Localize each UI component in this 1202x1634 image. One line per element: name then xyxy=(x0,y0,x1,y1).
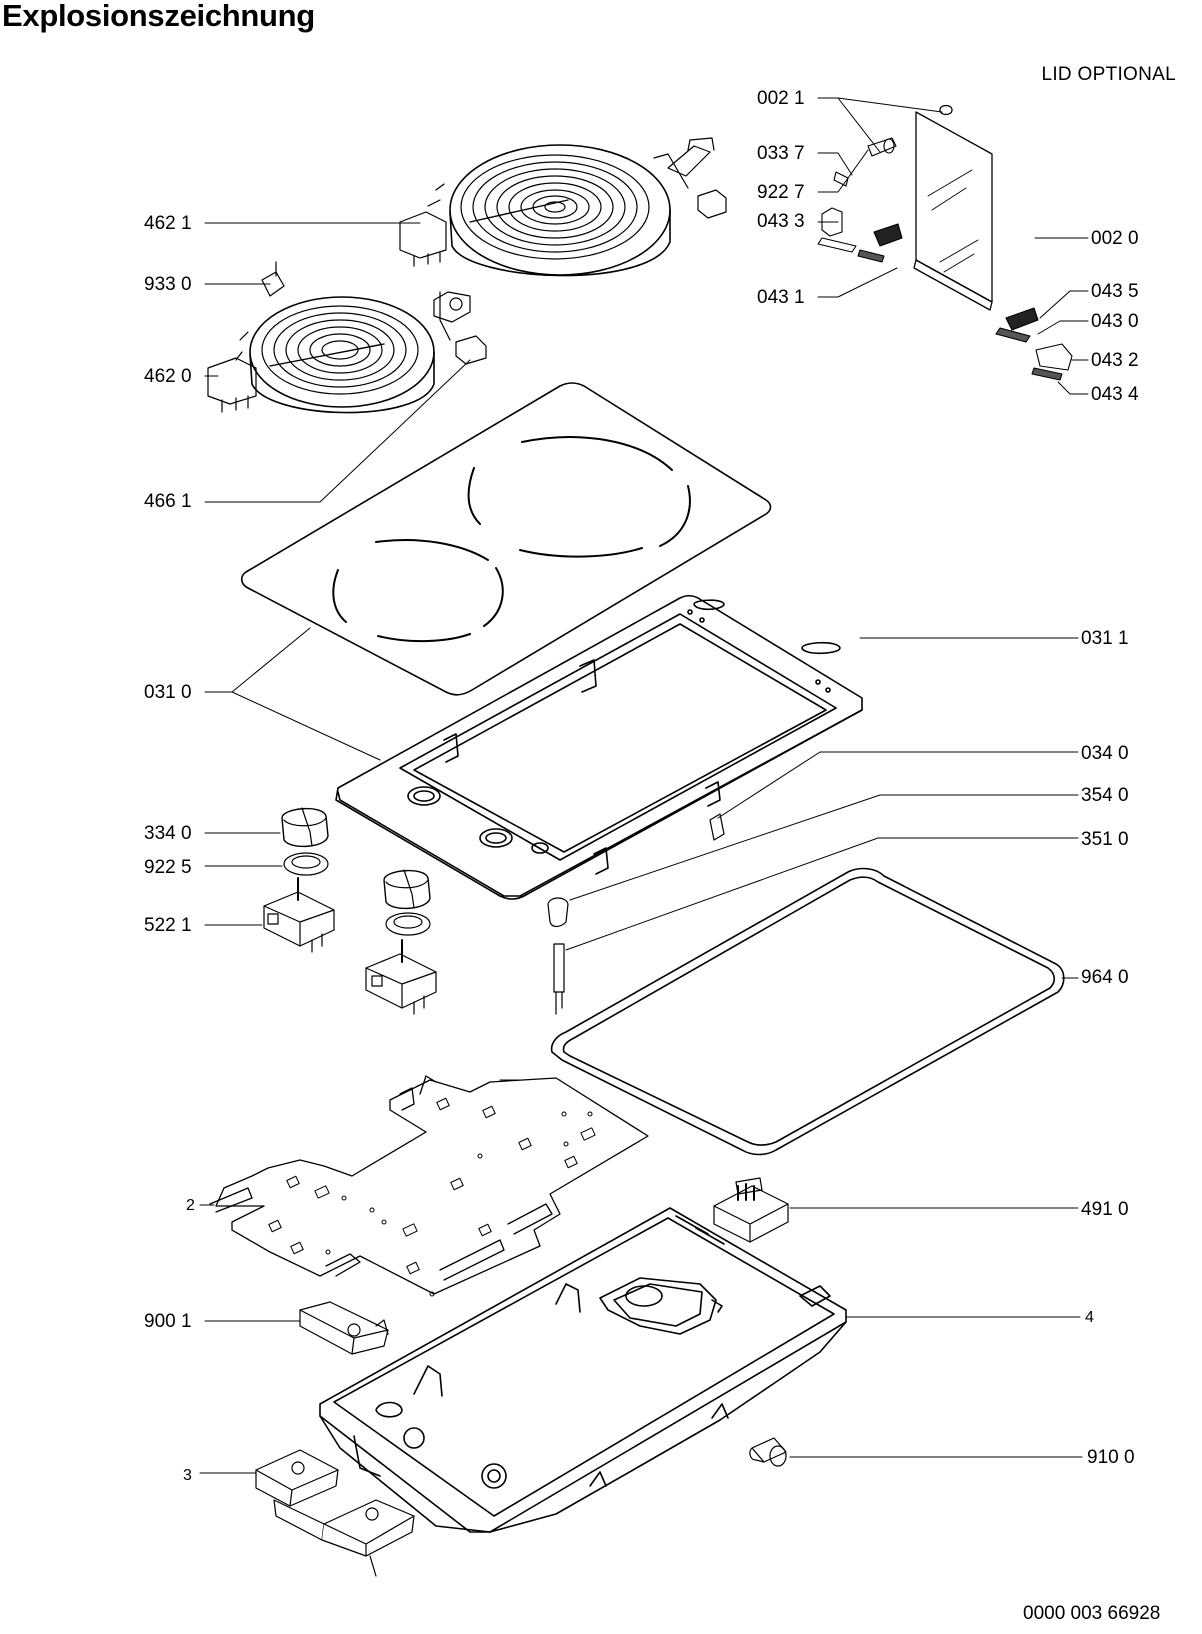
part-label-043-1: 043 1 xyxy=(757,287,805,308)
part-label-002-0: 002 0 xyxy=(1091,228,1139,249)
part-label-031-0: 031 0 xyxy=(144,682,192,703)
base-plate xyxy=(210,1076,648,1296)
part-label-910-0: 910 0 xyxy=(1087,1447,1135,1468)
part-label-4: 4 xyxy=(1085,1309,1094,1326)
large-heating-element xyxy=(400,138,726,276)
part-label-043-2: 043 2 xyxy=(1091,350,1139,371)
part-label-462-1: 462 1 xyxy=(144,213,192,234)
left-control-knob xyxy=(264,808,334,952)
part-label-466-1: 466 1 xyxy=(144,491,192,512)
part-label-922-5: 922 5 xyxy=(144,857,192,878)
lid-optional-note: LID OPTIONAL xyxy=(1041,64,1176,85)
part-label-002-1: 002 1 xyxy=(757,88,805,109)
part-label-462-0: 462 0 xyxy=(144,366,192,387)
part-label-964-0: 964 0 xyxy=(1081,967,1129,988)
part-label-043-5: 043 5 xyxy=(1091,281,1139,302)
frame-gasket xyxy=(552,869,1064,1155)
part-label-043-3: 043 3 xyxy=(757,211,805,232)
small-heating-element xyxy=(208,262,486,413)
part-label-491-0: 491 0 xyxy=(1081,1199,1129,1220)
part-label-933-0: 933 0 xyxy=(144,274,192,295)
part-label-043-4: 043 4 xyxy=(1091,384,1139,405)
glass-lid xyxy=(914,106,992,311)
hinge-parts xyxy=(818,138,1072,380)
frame-clip xyxy=(710,814,724,840)
part-label-3: 3 xyxy=(183,1467,192,1484)
part-label-031-1: 031 1 xyxy=(1081,628,1129,649)
part-label-351-0: 351 0 xyxy=(1081,829,1129,850)
right-control-knob xyxy=(366,870,436,1014)
terminal-block xyxy=(714,1178,788,1242)
mounting-bracket-900-1 xyxy=(300,1302,388,1354)
part-label-354-0: 354 0 xyxy=(1081,785,1129,806)
bottom-tray xyxy=(320,1208,846,1532)
part-label-922-7: 922 7 xyxy=(757,182,805,203)
part-label-2: 2 xyxy=(186,1197,195,1214)
screw-910-0 xyxy=(750,1438,786,1466)
leader-lines xyxy=(200,98,1088,1473)
part-label-900-1: 900 1 xyxy=(144,1311,192,1332)
diagram-title: Explosionszeichnung xyxy=(2,0,315,33)
part-label-033-7: 033 7 xyxy=(757,143,805,164)
indicator-lamp xyxy=(548,898,568,1014)
part-label-043-0: 043 0 xyxy=(1091,311,1139,332)
part-label-334-0: 334 0 xyxy=(144,823,192,844)
clamp-assembly-3 xyxy=(256,1450,414,1576)
hob-frame xyxy=(336,596,862,899)
part-label-034-0: 034 0 xyxy=(1081,743,1129,764)
part-label-522-1: 522 1 xyxy=(144,915,192,936)
document-number: 0000 003 66928 xyxy=(1023,1603,1161,1624)
glass-ceramic-top xyxy=(242,383,771,695)
